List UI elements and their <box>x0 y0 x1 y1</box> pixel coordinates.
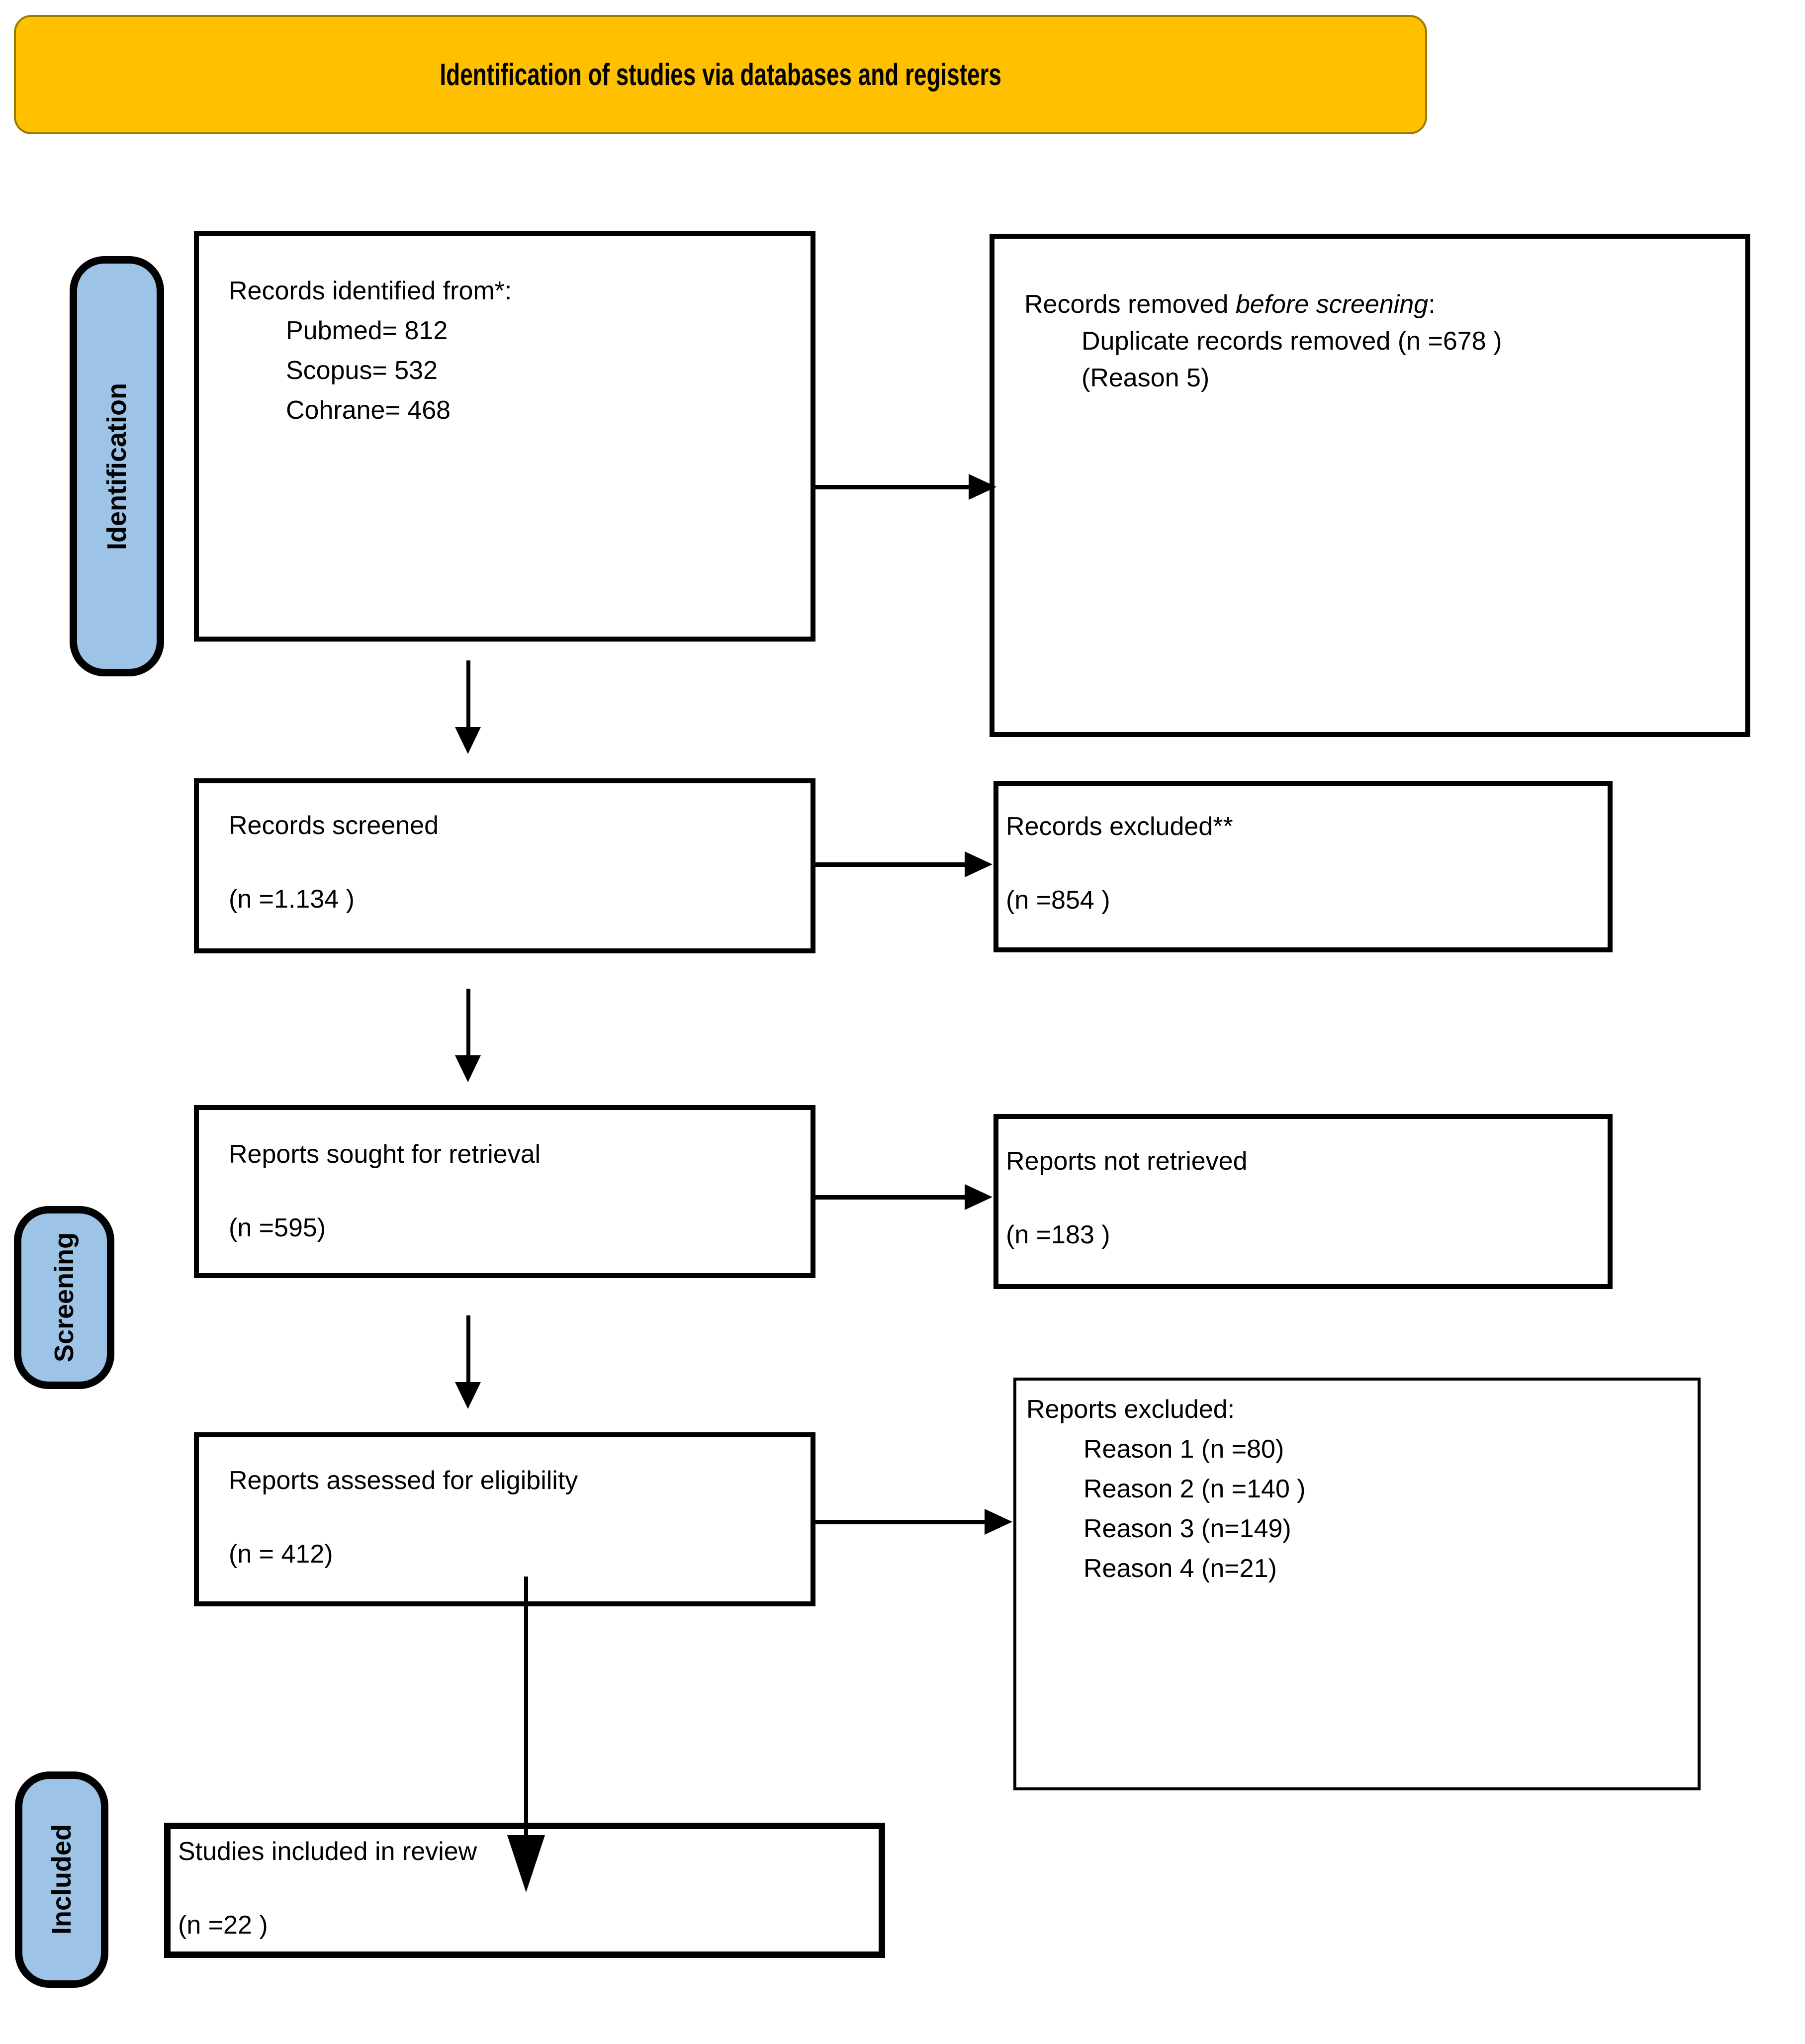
stage-label-identification: Identification <box>70 256 164 676</box>
box-line: (Reason 5) <box>1082 364 1210 392</box>
box-reports-sought: Reports sought for retrieval (n =595) <box>194 1105 815 1278</box>
box-line: Records excluded** <box>1006 812 1233 841</box>
box-line: (n =595) <box>229 1213 326 1242</box>
box-reports-assessed: Reports assessed for eligibility (n = 41… <box>194 1432 815 1606</box>
box-line: (n =854 ) <box>1006 886 1110 915</box>
box-line: Cohrane= 468 <box>286 396 451 425</box>
stage-label-identification-text: Identification <box>102 382 132 550</box>
header-title: Identification of studies via databases … <box>440 57 1001 92</box>
arrow-identified-to-removed-head-icon <box>969 474 996 500</box>
box-line: Records screened <box>229 811 439 840</box>
box-line: (n =22 ) <box>178 1911 268 1940</box>
arrow-screened-to-sought-line <box>466 989 470 1056</box>
box-line: (n =1.134 ) <box>229 885 355 914</box>
arrow-assessed-to-included-head-icon <box>507 1835 545 1892</box>
arrow-assessed-to-included-line <box>524 1577 528 1836</box>
arrow-identified-to-screened-line <box>466 660 470 728</box>
arrow-identified-to-screened-head-icon <box>455 727 481 754</box>
box-line: Scopus= 532 <box>286 356 438 385</box>
header-banner: Identification of studies via databases … <box>14 15 1427 134</box>
arrow-screened-to-sought-head-icon <box>455 1055 481 1082</box>
box-reports-excluded: Reports excluded: Reason 1 (n =80) Reason … <box>1013 1378 1701 1790</box>
box-line: Pubmed= 812 <box>286 316 448 345</box>
stage-label-included: Included <box>15 1771 108 1988</box>
box-line <box>1006 1180 1593 1216</box>
arrow-sought-to-assessed-head-icon <box>455 1382 481 1409</box>
arrow-sought-to-not-retrieved-head-icon <box>965 1184 993 1210</box>
box-line: Records removed before screening: <box>1024 290 1436 319</box>
box-line: Reports not retrieved <box>1006 1147 1248 1176</box>
box-reports-not-retrieved: Reports not retrieved (n =183 ) <box>993 1114 1613 1289</box>
arrow-identified-to-removed-line <box>812 485 970 489</box>
stage-label-included-text: Included <box>47 1824 77 1935</box>
arrow-screened-to-excluded-line <box>815 862 966 867</box>
box-line: Studies included in review <box>178 1837 477 1866</box>
box-line: Reports sought for retrieval <box>229 1140 541 1169</box>
box-line: Reason 2 (n =140 ) <box>1083 1475 1306 1503</box>
box-line: (n =183 ) <box>1006 1220 1110 1249</box>
box-line: Reason 1 (n =80) <box>1083 1435 1284 1464</box>
arrow-assessed-to-reports-excluded-head-icon <box>985 1509 1012 1535</box>
box-line <box>229 844 796 881</box>
box-records-excluded: Records excluded** (n =854 ) <box>993 781 1613 952</box>
stage-label-screening-text: Screening <box>49 1232 79 1363</box>
arrow-screened-to-excluded-head-icon <box>965 851 993 877</box>
box-line <box>1006 845 1593 882</box>
box-line <box>229 1499 796 1536</box>
arrow-sought-to-not-retrieved-line <box>815 1195 966 1200</box>
box-line: Reason 3 (n=149) <box>1083 1514 1291 1543</box>
box-line: (n = 412) <box>229 1540 333 1569</box>
box-line: Reports excluded: <box>1026 1395 1235 1424</box>
box-line: Duplicate records removed (n =678 ) <box>1082 327 1502 356</box>
arrow-assessed-to-reports-excluded-line <box>815 1520 986 1524</box>
box-line: Reason 4 (n=21) <box>1083 1554 1277 1583</box>
box-records-screened: Records screened (n =1.134 ) <box>194 778 815 953</box>
box-line <box>229 1173 796 1209</box>
arrow-sought-to-assessed-line <box>466 1315 470 1383</box>
box-line: Reports assessed for eligibility <box>229 1466 578 1495</box>
box-records-removed-before-screening: Records removed before screening: Duplica… <box>990 234 1750 737</box>
box-line: Records identified from*: <box>229 277 512 305</box>
stage-label-screening: Screening <box>14 1206 114 1389</box>
